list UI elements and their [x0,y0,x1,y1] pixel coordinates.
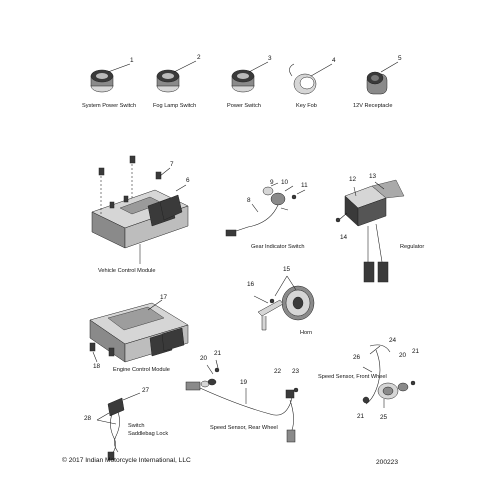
label-horn: Horn [300,330,313,336]
horn-illustration [253,275,315,331]
callout-21-front-upper: 21 [412,348,420,355]
callout-22: 22 [274,368,282,375]
callout-13: 13 [369,173,377,180]
front-speed-sensor-illustration [362,344,416,408]
callout-9: 9 [270,179,274,186]
label-gear-indicator-switch: Gear Indicator Switch [251,244,305,250]
callout-16: 16 [247,281,255,288]
label-speed-sensor-rear-wheel: Speed Sensor, Rear Wheel [210,425,278,431]
label-speed-sensor-front-wheel: Speed Sensor, Front Wheel [318,374,387,380]
callout-15: 15 [283,266,291,273]
copyright-notice: © 2017 Indian Motorcycle International, … [62,457,191,464]
rear-speed-sensor-illustration [185,359,299,443]
callout-2: 2 [197,54,201,61]
receptacle-12v-illustration [366,61,399,95]
callout-25: 25 [380,414,388,421]
callout-27: 27 [142,387,150,394]
label-key-fob: Key Fob [296,103,317,109]
callout-8: 8 [247,197,251,204]
callout-11: 11 [301,182,308,189]
label-12v-receptacle: 12V Receptacle [353,103,393,109]
label-switch: Switch [128,423,145,429]
callout-28: 28 [84,415,92,422]
callout-23: 23 [292,368,300,375]
callout-1: 1 [130,57,134,64]
label-vehicle-control-module: Vehicle Control Module [98,268,156,274]
label-engine-control-module: Engine Control Module [113,367,170,373]
callout-6: 6 [186,177,190,184]
label-saddlebag-lock: Saddlebag Lock [128,431,169,437]
label-fog-lamp-switch: Fog Lamp Switch [153,103,197,109]
fog-lamp-switch-illustration [156,60,197,93]
callout-20-rear: 20 [200,355,208,362]
regulator-illustration [335,179,405,283]
callout-20-front: 20 [399,352,407,359]
callout-24: 24 [389,337,397,344]
callout-14: 14 [340,234,348,241]
callout-3: 3 [268,55,272,62]
callout-26: 26 [353,354,361,361]
power-switch-illustration [231,61,269,93]
vehicle-control-module-illustration [91,155,189,264]
callout-19: 19 [240,379,248,386]
callout-10: 10 [281,179,289,186]
engine-control-module-illustration [89,299,189,363]
callout-12: 12 [349,176,357,183]
label-power-switch: Power Switch [227,103,261,109]
gear-indicator-switch-illustration [225,182,306,237]
system-power-switch-illustration [90,63,131,93]
callout-21-front-lower: 21 [357,413,365,420]
callout-17: 17 [160,294,168,301]
label-system-power-switch: System Power Switch [82,103,137,109]
label-regulator: Regulator [400,244,425,250]
callout-5: 5 [398,55,402,62]
callout-18: 18 [93,363,101,370]
callout-21-rear: 21 [214,350,222,357]
key-fob-illustration [289,63,333,95]
saddlebag-lock-switch-illustration [96,392,141,461]
diagram-number: 200223 [376,459,399,466]
callout-7: 7 [170,161,174,168]
callout-4: 4 [332,57,336,64]
